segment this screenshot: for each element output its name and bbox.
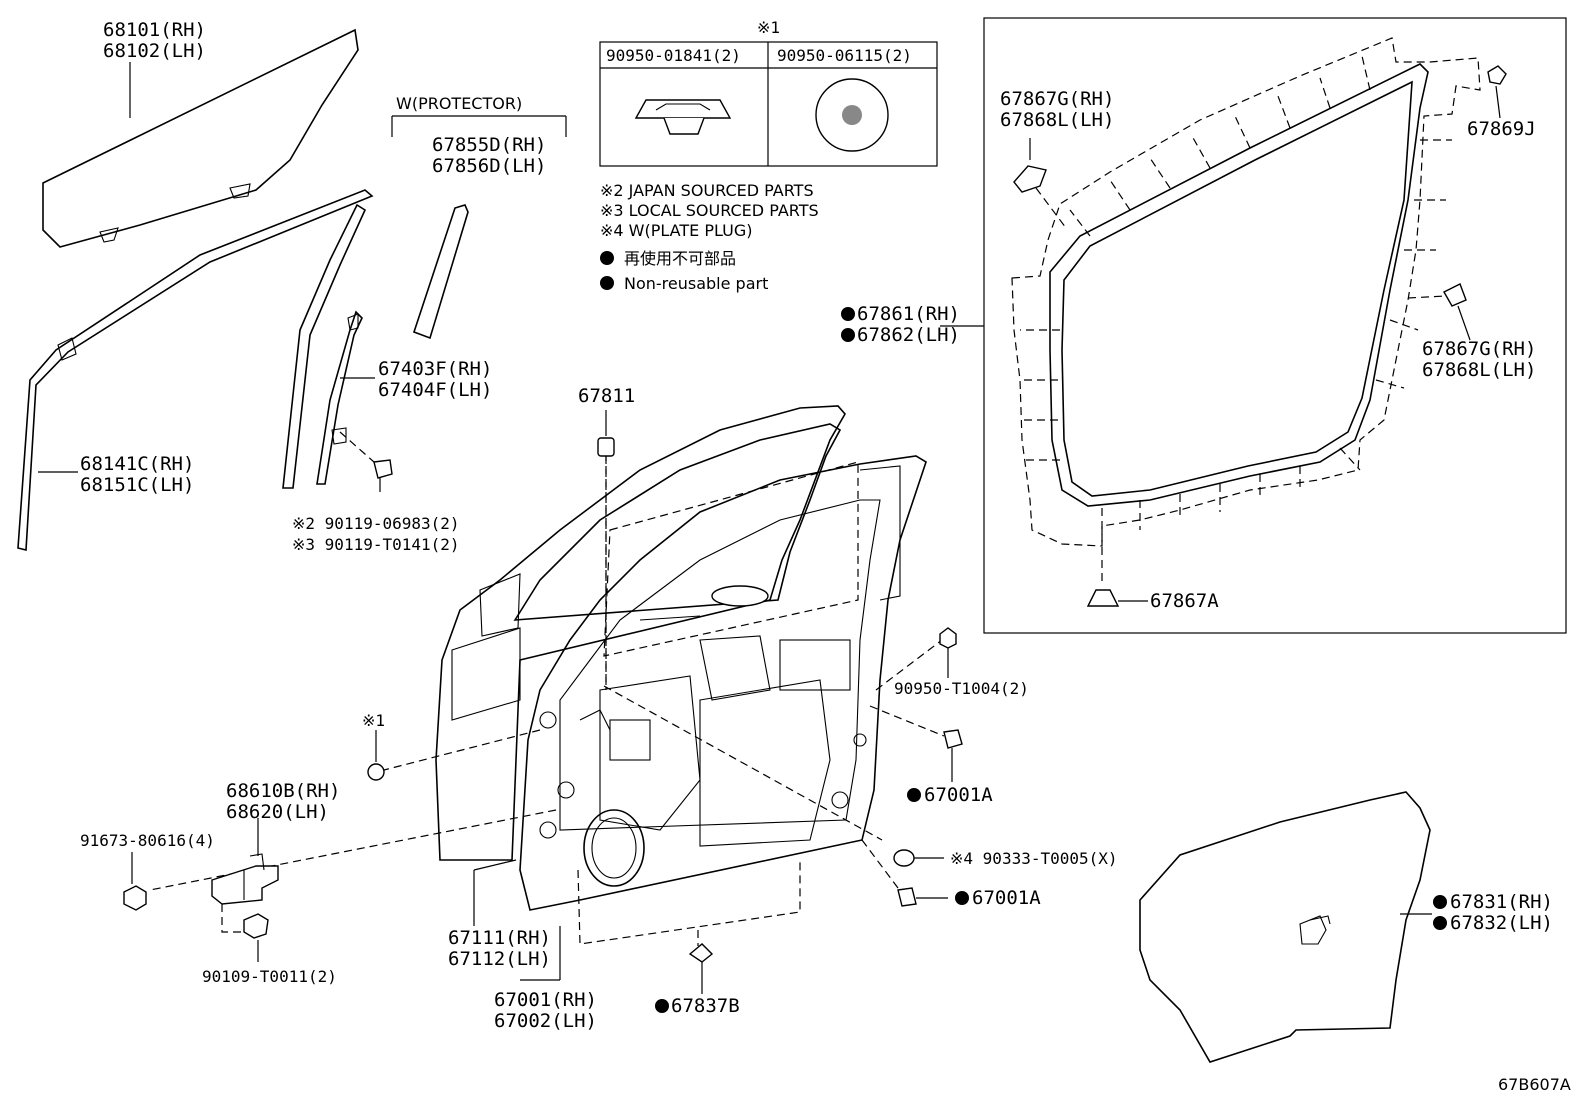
- weatherstrip-rear-label-lh: 68151C(LH): [80, 474, 194, 496]
- panel-label-rh: 67111(RH): [448, 927, 551, 949]
- panel-label-lh: 67112(LH): [448, 948, 551, 970]
- ws-clip-top-label-lh: 67868L(LH): [1000, 109, 1114, 131]
- weatherstrip-rear-label-rh: 68141C(RH): [80, 453, 194, 475]
- hinge-bolt-icon: [123, 852, 147, 911]
- screw-icon: [339, 431, 393, 492]
- fastener-table: ※1 90950-01841(2) 90950-06115(2): [599, 18, 938, 167]
- screw-label-1: ※2 90119-06983(2): [292, 514, 460, 533]
- door-glass-drawing: [42, 28, 359, 248]
- figure-code: 67B607A: [1498, 1075, 1571, 1094]
- nut-90950-icon: [939, 627, 957, 678]
- clip-a2-label: 67001A: [972, 887, 1041, 909]
- run-channel-label-lh: 67404F(LH): [378, 379, 492, 401]
- leader-lines-top-left: [38, 62, 375, 473]
- door-assy-label-lh: 67002(LH): [494, 1010, 597, 1032]
- glass-run-drawing: [282, 203, 367, 489]
- clip-67867g-top-icon: [1013, 138, 1047, 193]
- notes-legend: ※2 JAPAN SOURCED PARTS ※3 LOCAL SOURCED …: [600, 181, 819, 293]
- table-col1-header: 90950-01841(2): [606, 46, 741, 65]
- note-plate-plug: ※4 W(PLATE PLUG): [600, 221, 752, 240]
- protector-label-rh: 67855D(RH): [432, 134, 546, 156]
- table-col2-header: 90950-06115(2): [777, 46, 912, 65]
- note-non-reusable-jp: 再使用不可部品: [624, 249, 736, 268]
- cover-label-lh: 67832(LH): [1450, 912, 1553, 934]
- clip-bottom-label: 67837B: [671, 995, 740, 1017]
- bullet-icon: [600, 251, 614, 265]
- clip-icon: [634, 99, 732, 119]
- screw-label-2: ※3 90119-T0141(2): [292, 535, 460, 554]
- protector-label-lh: 67856D(LH): [432, 155, 546, 177]
- plug-nut-label: 90950-T1004(2): [894, 679, 1029, 698]
- plate-plug-icon: [893, 849, 944, 867]
- note-japan: ※2 JAPAN SOURCED PARTS: [600, 181, 814, 200]
- note-non-reusable-en: Non-reusable part: [624, 274, 768, 293]
- clip-67869j-icon: [1487, 65, 1507, 119]
- non-reusable-bullet-icon: [955, 891, 969, 905]
- table-ref-mark: ※1: [757, 18, 780, 37]
- door-assy-label-rh: 67001(RH): [494, 989, 597, 1011]
- clip-67867g-right-icon: [1443, 283, 1471, 341]
- clip-67001a-lower-icon: [897, 887, 948, 907]
- clip-67837b-icon: [688, 943, 714, 994]
- plate-plug-label: ※4 90333-T0005(X): [950, 849, 1118, 868]
- hinge-bolt2-label: 90109-T0011(2): [202, 967, 337, 986]
- non-reusable-bullet-icon: [841, 307, 855, 321]
- weatherstrip-label-rh: 67861(RH): [857, 303, 960, 325]
- cushion-67811-icon: [597, 410, 615, 457]
- cover-label-rh: 67831(RH): [1450, 891, 1553, 913]
- non-reusable-bullet-icon: [1433, 895, 1447, 909]
- clip-a1-label: 67001A: [924, 784, 993, 806]
- front-weatherstrip-drawing: [17, 189, 374, 552]
- ws-clip-right-label-lh: 67868L(LH): [1422, 359, 1536, 381]
- non-reusable-bullet-icon: [907, 788, 921, 802]
- hinge-label-lh: 68620(LH): [226, 801, 329, 823]
- hinge-bolt2-icon: [243, 913, 269, 962]
- service-hole-cover-drawing: [1139, 791, 1432, 1063]
- hinge-bolt-label: 91673-80616(4): [80, 831, 215, 850]
- non-reusable-bullet-icon: [841, 328, 855, 342]
- run-channel-label-rh: 67403F(RH): [378, 358, 492, 380]
- protector-drawing: [391, 115, 567, 340]
- bullet-icon: [600, 276, 614, 290]
- door-shell-drawing: [149, 405, 945, 946]
- note-local: ※3 LOCAL SOURCED PARTS: [600, 201, 819, 220]
- protector-group-label: W(PROTECTOR): [396, 94, 522, 113]
- clip-67867a-icon: [1086, 589, 1148, 607]
- cushion-label: 67811: [578, 385, 635, 407]
- non-reusable-bullet-icon: [1433, 916, 1447, 930]
- ws-clip-top-label-rh: 67867G(RH): [1000, 88, 1114, 110]
- rear-run-channel-drawing: [316, 310, 363, 485]
- plug-ref1-icon: [367, 730, 385, 781]
- clip-67001a-upper-icon: [943, 729, 963, 782]
- ref1-label: ※1: [362, 711, 385, 730]
- hinge-label-rh: 68610B(RH): [226, 780, 340, 802]
- ws-clip-j-label: 67869J: [1467, 118, 1536, 140]
- weatherstrip-drawing: [1011, 37, 1481, 586]
- non-reusable-bullet-icon: [655, 999, 669, 1013]
- ws-clip-right-label-rh: 67867G(RH): [1422, 338, 1536, 360]
- ws-clip-bottom-label: 67867A: [1150, 590, 1219, 612]
- glass-label-rh: 68101(RH): [103, 19, 206, 41]
- weatherstrip-label-lh: 67862(LH): [857, 324, 960, 346]
- hinge-drawing: [211, 818, 279, 933]
- glass-label-lh: 68102(LH): [103, 40, 206, 62]
